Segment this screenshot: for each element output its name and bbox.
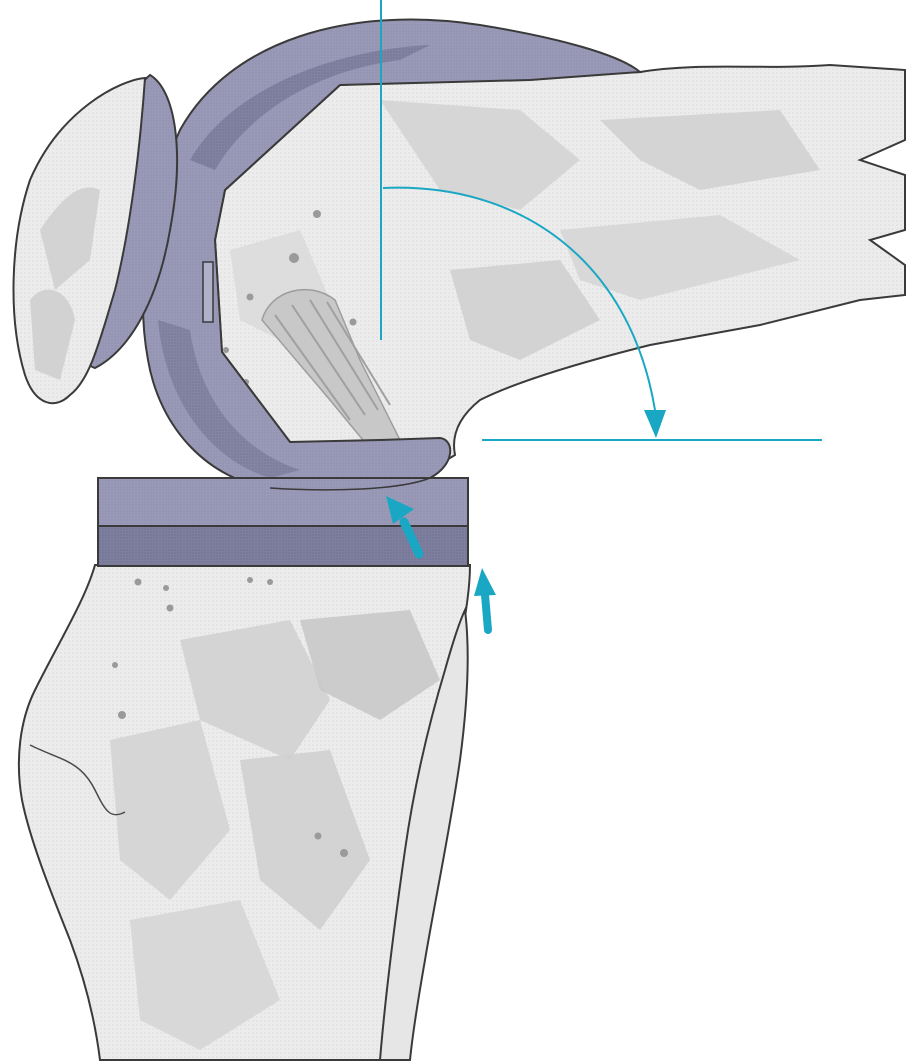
bone-pit <box>350 319 357 326</box>
tibial-insert <box>98 478 468 526</box>
contact-arrow-tibia <box>474 568 496 630</box>
bone-pit <box>313 210 321 218</box>
bone-pit <box>315 833 322 840</box>
bone-pit <box>135 579 142 586</box>
femur <box>215 65 905 485</box>
tibial-component <box>98 478 468 566</box>
bone-pit <box>118 711 126 719</box>
bone-pit <box>289 253 299 263</box>
rotation-arc-arrowhead <box>644 410 666 438</box>
bone-pit <box>112 662 118 668</box>
contact-arrow-tibia-head <box>474 568 496 596</box>
bone-pit <box>247 294 254 301</box>
bone-pit <box>167 605 174 612</box>
femoral-peg <box>203 262 213 322</box>
bone-pit <box>223 347 229 353</box>
bone-pit <box>340 849 348 857</box>
bone-pit <box>163 585 169 591</box>
bone-pit <box>247 577 253 583</box>
bone-pit <box>267 579 273 585</box>
